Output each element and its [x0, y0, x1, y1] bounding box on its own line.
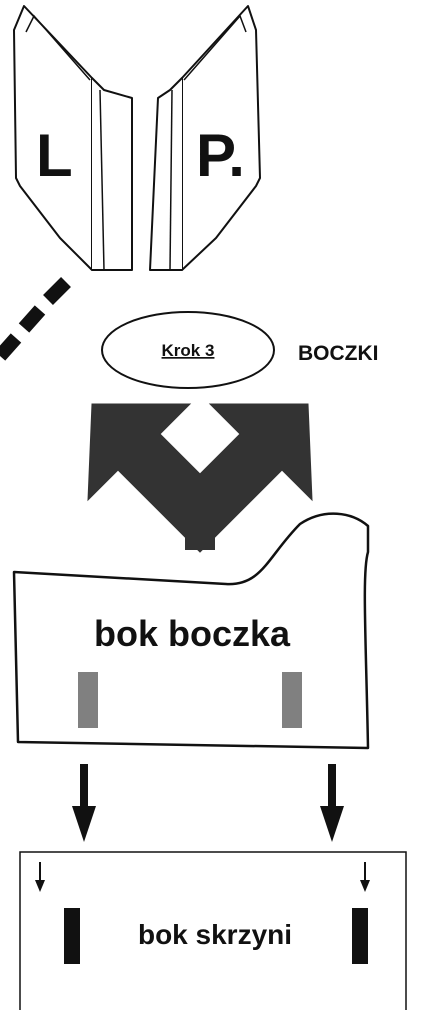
small-arrow-right [360, 862, 370, 892]
side-piece-label: bok boczka [94, 613, 291, 654]
side-piece-outline [12, 512, 370, 750]
right-panel-letter: P. [196, 122, 245, 189]
small-arrow-left [35, 862, 45, 892]
side-piece-slot-left [78, 672, 98, 728]
step-title: BOCZKI [298, 342, 379, 365]
left-panel-letter: L [36, 122, 73, 189]
down-arrow-right [320, 764, 344, 842]
double-arrow [87, 403, 313, 553]
right-panel [149, 5, 261, 271]
dashed-connector [0, 277, 71, 361]
box-side-slot-left [64, 908, 80, 964]
down-arrow-left [72, 764, 96, 842]
side-piece-slot-right [282, 672, 302, 728]
box-side-outline [19, 851, 407, 1010]
step-badge [101, 311, 275, 389]
box-side-label: bok skrzyni [138, 919, 292, 950]
step-label: Krok 3 [162, 341, 215, 360]
box-side-slot-right [352, 908, 368, 964]
left-panel [13, 5, 133, 271]
